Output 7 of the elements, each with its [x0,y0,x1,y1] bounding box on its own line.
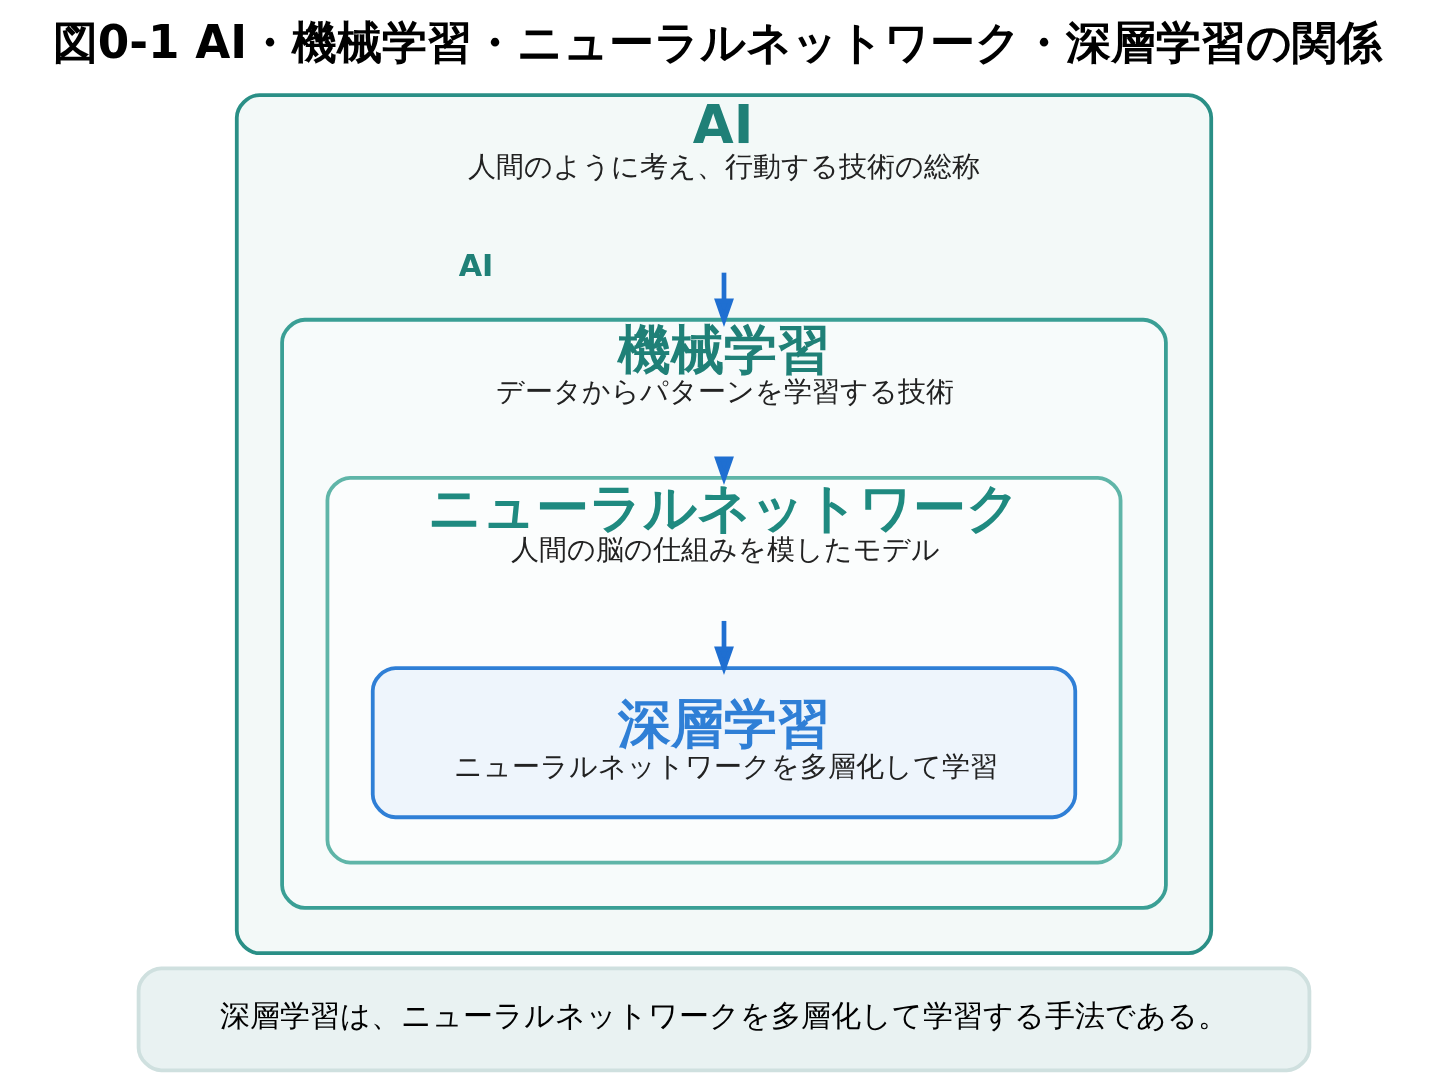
diagram-title: 図0-1 AI・機械学習・ニューラルネットワーク・深層学習の関係 [52,15,1383,69]
arrow [714,272,734,327]
arrow [714,456,734,485]
node-box: 深層学習は、ニューラルネットワークを多層化して学習する手法である。 [136,966,1312,1073]
label: AI [458,247,494,283]
arrow [714,620,734,675]
node-box: 深層学習 ニューラルネットワークを多層化して学習 [370,666,1078,820]
